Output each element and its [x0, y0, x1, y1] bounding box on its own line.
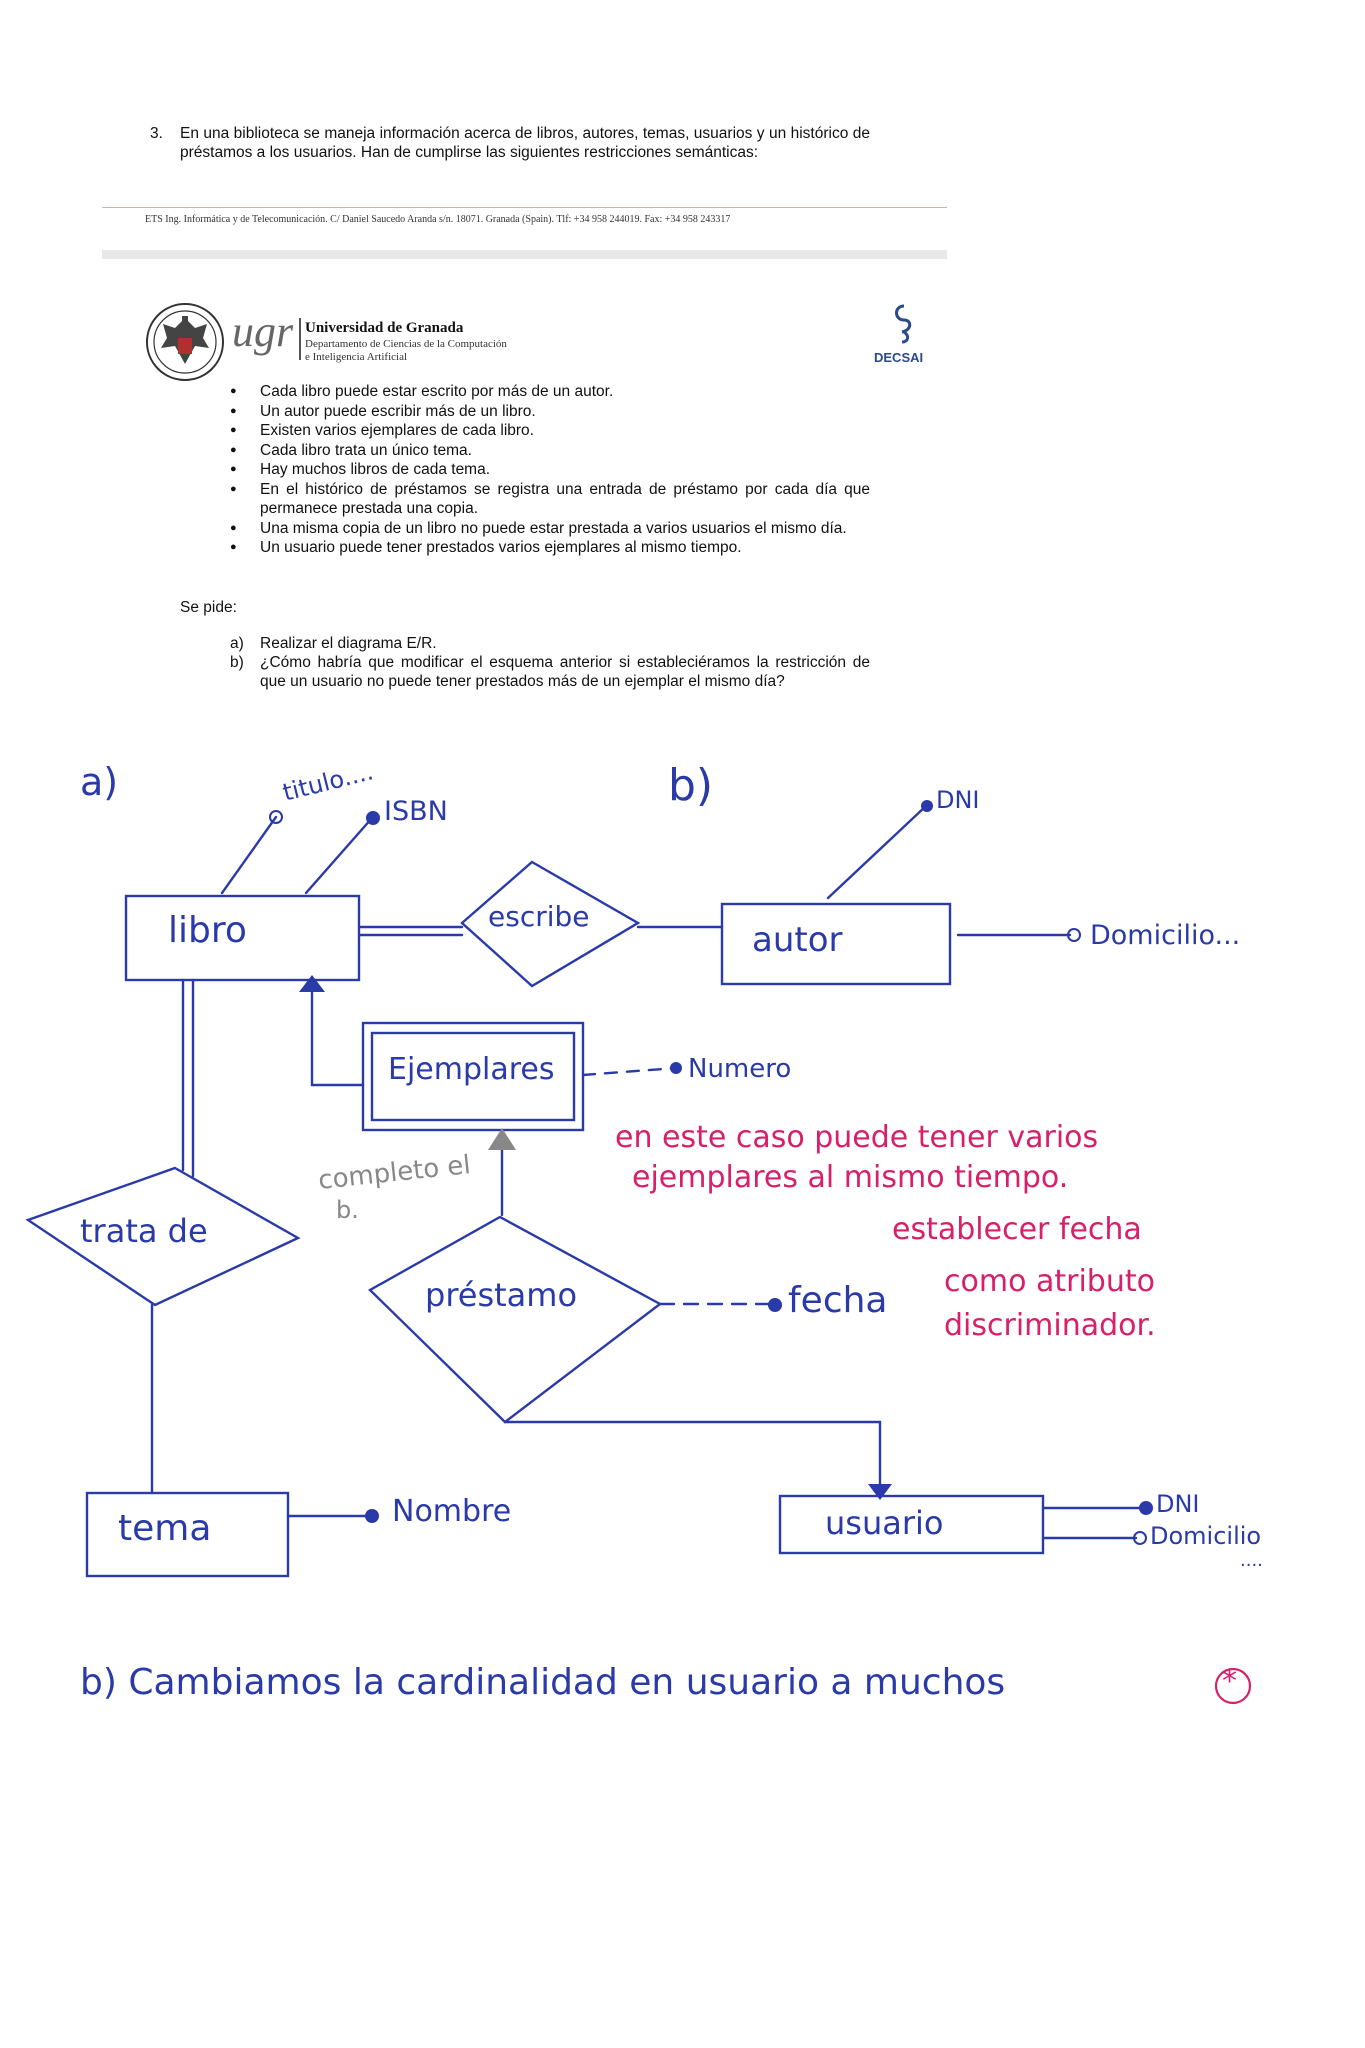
- entity-ejemplares-label: Ejemplares: [388, 1052, 555, 1087]
- attribute-marker-icon: [269, 810, 283, 824]
- pink-note-line-5: discriminador.: [944, 1308, 1156, 1343]
- attribute-key-marker-icon: [1139, 1501, 1153, 1515]
- relationship-prestamo-label: préstamo: [425, 1276, 578, 1314]
- task-a: a) Realizar el diagrama E/R.: [230, 634, 870, 653]
- link-ejemplares-libro: [310, 983, 365, 1087]
- attribute-usuario-dni: DNI: [1156, 1490, 1200, 1518]
- list-item: Cada libro puede estar escrito por más d…: [230, 382, 870, 402]
- answer-mark-circle: [1214, 1667, 1252, 1705]
- page-separator: [102, 250, 947, 259]
- pink-note-line-2: ejemplares al mismo tiempo.: [632, 1160, 1069, 1195]
- entity-autor-box: [720, 902, 952, 986]
- attribute-key-marker-icon: [921, 800, 933, 812]
- relationship-escribe-shape: [460, 860, 641, 988]
- attribute-autor-dni: DNI: [936, 786, 980, 814]
- attribute-key-marker-icon: [365, 1509, 379, 1523]
- entity-usuario-box: [778, 1494, 1045, 1555]
- pink-note-line-4: como atributo: [944, 1264, 1155, 1299]
- link-libro-isbn: [304, 816, 374, 895]
- relationship-trata-de-shape: [25, 1166, 301, 1307]
- list-item: Un autor puede escribir más de un libro.: [230, 402, 870, 422]
- task-a-label: a): [230, 635, 244, 652]
- task-b-label: b): [230, 654, 244, 671]
- university-name: Universidad de Granada: [305, 320, 464, 336]
- link-prestamo-usuario: [503, 1420, 882, 1498]
- list-item: Hay muchos libros de cada tema.: [230, 460, 870, 480]
- pencil-arrow-icon: [488, 1128, 516, 1150]
- list-item: Una misma copia de un libro no puede est…: [230, 519, 870, 539]
- decsai-label: DECSAI: [874, 350, 924, 365]
- question-text: En una biblioteca se maneja información …: [180, 125, 870, 161]
- entity-libro-label: libro: [168, 910, 247, 951]
- task-b: b) ¿Cómo habría que modificar el esquema…: [230, 653, 870, 691]
- diagram-label-b: b): [668, 760, 714, 811]
- link-autor-dni: [826, 804, 928, 900]
- isa-arrow-icon: [299, 975, 325, 992]
- header-divider: [299, 318, 301, 360]
- attribute-isbn: ISBN: [384, 796, 448, 827]
- attribute-autor-domicilio: Domicilio...: [1090, 920, 1241, 951]
- entity-autor-label: autor: [752, 920, 843, 960]
- list-item: En el histórico de préstamos se registra…: [230, 480, 870, 519]
- pink-note-line-3: establecer fecha: [892, 1212, 1142, 1247]
- department-line-1: Departamento de Ciencias de la Computaci…: [305, 338, 507, 350]
- university-seal-icon: [146, 303, 224, 381]
- attribute-marker-icon: [1133, 1531, 1147, 1545]
- attribute-key-marker-icon: [768, 1298, 782, 1312]
- attribute-key-marker-icon: [366, 811, 380, 825]
- ugr-logo-text: ugr: [232, 307, 294, 356]
- pink-note-line-1: en este caso puede tener varios: [615, 1120, 1099, 1155]
- question-number: 3.: [150, 125, 163, 142]
- relationship-prestamo-shape: [368, 1215, 663, 1424]
- restrictions-list: Cada libro puede estar escrito por más d…: [230, 382, 870, 558]
- entity-libro-box: [124, 894, 361, 982]
- entity-usuario-label: usuario: [825, 1504, 944, 1542]
- task-a-text: Realizar el diagrama E/R.: [260, 635, 437, 652]
- decsai-logo-icon: [895, 304, 912, 344]
- se-pide-label: Se pide:: [180, 599, 237, 616]
- department-line-2: e Inteligencia Artificial: [305, 351, 408, 363]
- attribute-numero: Numero: [688, 1054, 792, 1084]
- attribute-marker-icon: [1067, 928, 1081, 942]
- answer-b-mark: *: [1222, 1664, 1237, 1699]
- link-ejemplares-numero: [581, 1066, 678, 1077]
- pencil-note-line-2: b.: [336, 1196, 359, 1224]
- entity-tema-box: [85, 1491, 290, 1578]
- attribute-usuario-domicilio: Domicilio: [1150, 1522, 1262, 1550]
- prestamo-arrow-icon: [868, 1484, 892, 1500]
- entity-tema-label: tema: [118, 1508, 212, 1549]
- entity-ejemplares-outer: [361, 1021, 585, 1132]
- footer-text: ETS Ing. Informática y de Telecomunicaci…: [145, 214, 731, 225]
- attribute-key-marker-icon: [670, 1062, 682, 1074]
- link-libro-titulo: [220, 815, 278, 895]
- list-item: Existen varios ejemplares de cada libro.: [230, 421, 870, 441]
- footer-rule: [102, 207, 947, 208]
- attribute-fecha: fecha: [788, 1280, 888, 1321]
- diagram-label-a: a): [80, 760, 119, 804]
- attribute-tema-nombre: Nombre: [392, 1494, 512, 1529]
- list-item: Un usuario puede tener prestados varios …: [230, 538, 870, 558]
- attribute-usuario-more: ....: [1240, 1550, 1263, 1571]
- relationship-escribe-label: escribe: [488, 900, 590, 933]
- answer-b-text: b) Cambiamos la cardinalidad en usuario …: [80, 1662, 1006, 1703]
- task-b-text: ¿Cómo habría que modificar el esquema an…: [260, 654, 870, 690]
- relationship-trata-de-label: trata de: [80, 1212, 208, 1250]
- entity-ejemplares-inner: [370, 1031, 576, 1122]
- list-item: Cada libro trata un único tema.: [230, 441, 870, 461]
